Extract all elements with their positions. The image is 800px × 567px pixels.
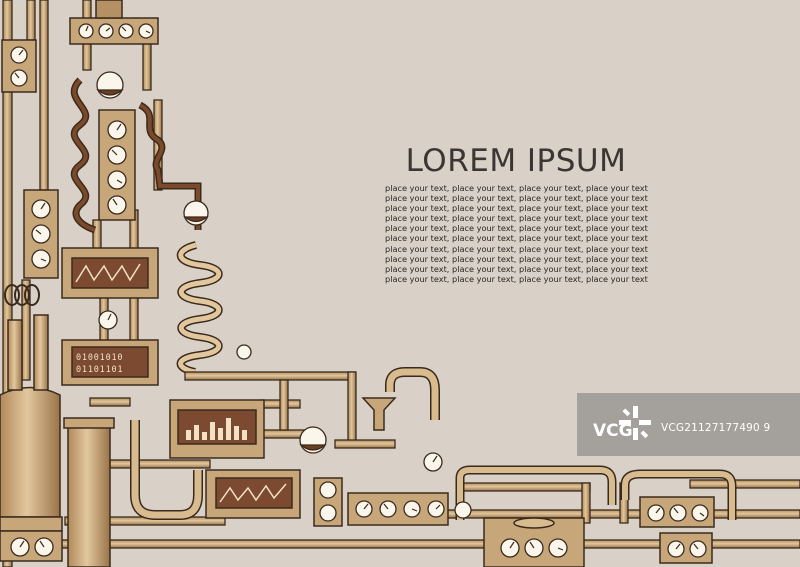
pipe [2, 0, 13, 567]
pipe [184, 371, 356, 381]
pipe [92, 219, 102, 251]
watermark-logo-text: VCG [593, 421, 633, 441]
body-line: place your text, place your text, place … [385, 183, 648, 193]
cylinder-tank [67, 423, 111, 567]
watermark-id: VCG21127177490 9 [661, 422, 771, 434]
pipe [129, 295, 139, 342]
page-heading: LOREM IPSUM [405, 143, 627, 179]
pipe [689, 479, 800, 489]
flasks [96, 71, 472, 519]
curved-pipe [385, 367, 440, 420]
body-line: place your text, place your text, place … [385, 273, 648, 284]
watermark-band [577, 393, 800, 456]
pipe [459, 482, 591, 492]
pipe [279, 379, 289, 431]
boiler [0, 386, 61, 518]
body-text-block: place your text, place your text, place … [385, 183, 648, 284]
pipe [581, 482, 591, 524]
body-line: place your text, place your text, place … [385, 253, 648, 264]
body-line: place your text, place your text, place … [385, 193, 648, 204]
exhaust-coil [4, 284, 40, 306]
pipe [89, 397, 131, 407]
pipe [334, 439, 396, 449]
watermark-logo-icon [619, 406, 651, 440]
pipe [39, 0, 49, 191]
pipe [347, 371, 357, 448]
body-line: place your text, place your text, place … [385, 203, 648, 214]
body-line: place your text, place your text, place … [385, 213, 648, 224]
funnel [361, 397, 397, 431]
body-line: place your text, place your text, place … [385, 263, 648, 274]
body-line: place your text, place your text, place … [385, 223, 648, 234]
pipe [26, 0, 36, 41]
display-digits-row2: 01101101 [76, 365, 123, 375]
pipe [142, 39, 152, 91]
body-line: place your text, place your text, place … [385, 233, 648, 244]
pipe [109, 459, 211, 469]
body-line: place your text, place your text, place … [385, 243, 648, 254]
display-digits-row1: 01001010 [76, 353, 123, 363]
